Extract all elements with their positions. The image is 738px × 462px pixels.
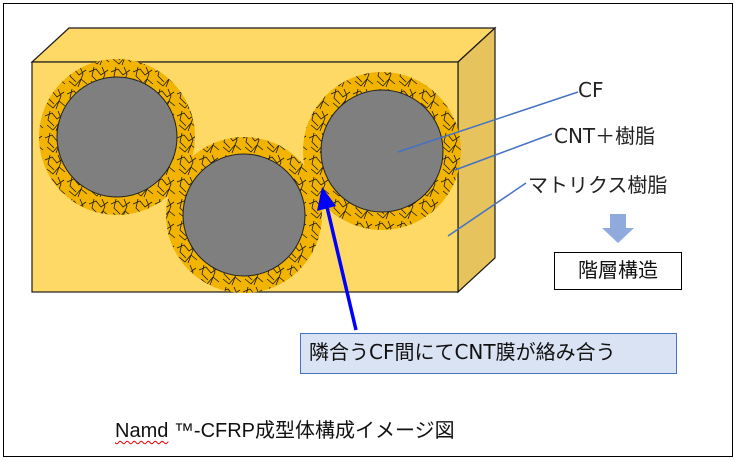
matrix-block-side <box>457 26 496 294</box>
down-arrow-icon <box>602 214 634 243</box>
callout-arrow-shaft <box>325 206 358 331</box>
figure-frame <box>3 3 733 457</box>
caption-brand: Namd <box>115 420 169 442</box>
callout-box: 隣合うCF間にてCNT膜が絡み合う <box>300 333 677 374</box>
leader-cnt-resin <box>454 133 553 171</box>
callout-arrow-head <box>317 187 336 211</box>
carbon-fiber-3 <box>320 89 444 213</box>
label-matrix-resin: マトリクス樹脂 <box>528 173 668 197</box>
figure-caption: Namd ™-CFRP成型体構成イメージ図 <box>115 414 455 443</box>
carbon-fiber-1 <box>56 76 178 198</box>
hierarchical-structure-box: 階層構造 <box>554 252 682 290</box>
carbon-fiber-2 <box>182 153 306 277</box>
label-cf: CF <box>578 78 604 102</box>
matrix-block-top <box>30 27 497 63</box>
leader-cf <box>397 91 579 153</box>
caption-text: ™-CFRP成型体構成イメージ図 <box>168 420 455 442</box>
leader-matrix-resin <box>447 182 527 237</box>
label-cnt-resin: CNT＋樹脂 <box>554 124 656 148</box>
